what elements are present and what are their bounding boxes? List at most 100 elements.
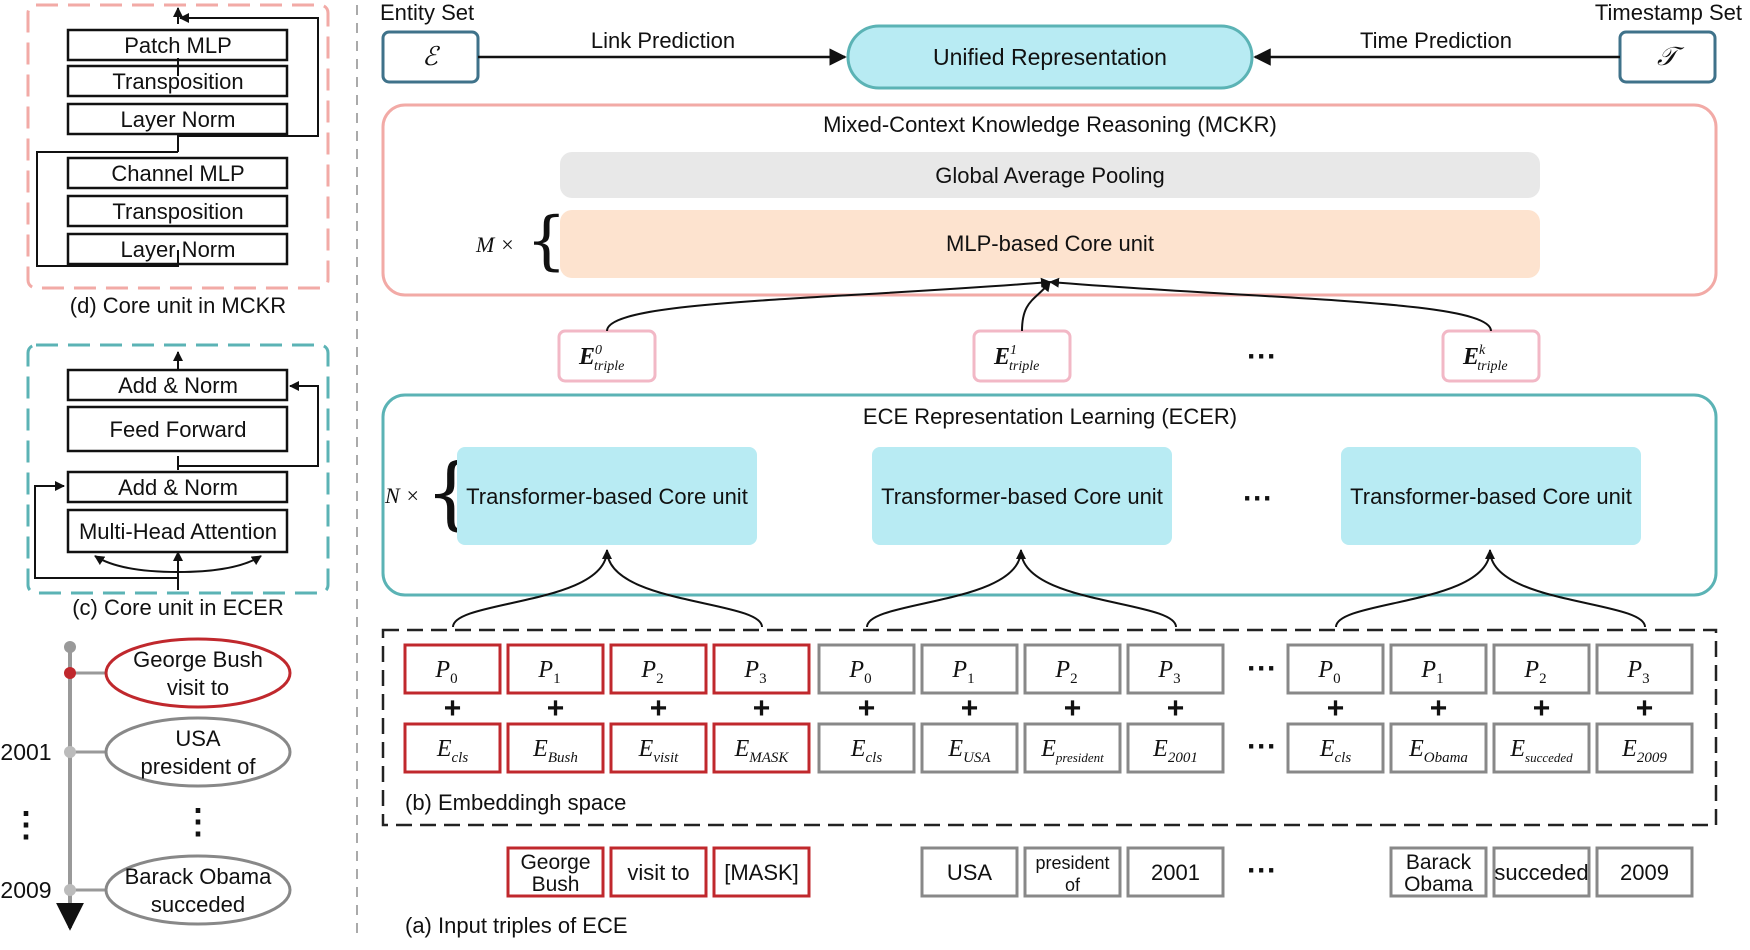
plus-sign: + (753, 692, 771, 725)
ecer-core-frame (26, 343, 330, 595)
input-token-label: [MASK] (724, 860, 799, 885)
input-token-box (506, 846, 605, 898)
mckr-core-block-label: Transposition (112, 199, 243, 224)
position-embedding (1595, 643, 1694, 695)
token-embedding (1023, 722, 1122, 774)
ecer-core-block-label: Add & Norm (118, 373, 238, 398)
ecer-core-block-add-norm (66, 368, 289, 402)
embedding-frame (381, 628, 1718, 827)
global-average-pooling-label: Global Average Pooling (935, 163, 1165, 188)
token-embedding-label: EBush (532, 736, 578, 766)
input-token-box (1126, 846, 1225, 898)
timeline-event-line1: Barack Obama (125, 864, 272, 889)
input-token-box (1595, 846, 1694, 898)
embedding-ellipsis: ··· (1247, 730, 1277, 763)
embedding-ellipsis: ··· (1247, 652, 1277, 685)
entity-set-symbol: ℰ (422, 42, 440, 71)
input-token-label: of (1065, 875, 1081, 895)
position-embedding (506, 643, 605, 695)
token-embedding-label: E2009 (1621, 736, 1667, 766)
input-token-label: Barack (1406, 851, 1472, 874)
timeline-year: 2009 (0, 877, 51, 903)
input-token-label: Bush (532, 873, 580, 896)
token-embedding-label: Ecls (436, 736, 468, 766)
mckr-module: Mixed-Context Knowledge Reasoning (MCKR)… (381, 103, 1718, 297)
position-embedding (1286, 643, 1385, 695)
token-embedding (1286, 722, 1385, 774)
token-embedding (1389, 722, 1488, 774)
token-embedding-label: EUSA (947, 736, 991, 766)
ecer-core-block-feed-forward (66, 405, 289, 453)
plus-sign: + (1167, 692, 1185, 725)
position-embedding-label: P2 (1054, 657, 1077, 687)
token-embedding (1492, 722, 1591, 774)
plus-sign: + (650, 692, 668, 725)
token-embedding-label: Ecls (1319, 736, 1351, 766)
position-embedding (1389, 643, 1488, 695)
unified-representation-box (846, 24, 1254, 90)
input-token-label: Obama (1404, 873, 1473, 896)
mckr-core-block-label: Layer Norm (121, 107, 236, 132)
token-embedding-label: E2001 (1152, 736, 1198, 766)
position-embedding-label: P1 (1420, 657, 1443, 687)
token-embedding (1595, 722, 1694, 774)
plus-sign: + (547, 692, 565, 725)
mckr-multiplier: M × (475, 232, 515, 257)
position-embedding-label: P3 (1626, 657, 1649, 687)
mckr-brace: { (526, 204, 567, 278)
timeline-dot (64, 884, 76, 896)
position-embedding-label: P0 (434, 657, 457, 687)
plus-sign: + (1430, 692, 1448, 725)
token-embedding-label: Esucceded (1509, 736, 1573, 765)
ecer-module: ECE Representation Learning (ECER) N × {… (381, 393, 1718, 597)
token-embedding-label: EMASK (734, 736, 790, 766)
timeline-event-line2: succeded (151, 892, 245, 917)
input-token-label: succeded (1494, 860, 1588, 885)
position-embedding-label: P3 (1157, 657, 1180, 687)
timeline-event (104, 854, 292, 926)
position-embedding-label: P1 (951, 657, 974, 687)
transformer-core-unit-label: Transformer-based Core unit (466, 484, 748, 509)
token-embedding (712, 722, 811, 774)
position-embedding (1492, 643, 1591, 695)
ecer-ellipsis: ··· (1243, 482, 1273, 515)
ecer-core-block-label: Feed Forward (110, 417, 247, 442)
position-embedding (403, 643, 502, 695)
ecer-core-block-label: Add & Norm (118, 475, 238, 500)
position-embedding-label: P1 (537, 657, 560, 687)
mckr-core-block-label: Channel MLP (111, 161, 244, 186)
token-embedding (506, 722, 605, 774)
triples-ellipsis: ··· (1247, 340, 1277, 373)
token-embedding-label: Evisit (638, 736, 680, 766)
plus-sign: + (1327, 692, 1345, 725)
mckr-core-block-channel-mlp (66, 156, 289, 190)
link-prediction-label: Link Prediction (591, 28, 735, 53)
position-embedding-label: P0 (848, 657, 871, 687)
plus-sign: + (858, 692, 876, 725)
mckr-core-block-layer-norm (66, 102, 289, 136)
ecer-title: ECE Representation Learning (ECER) (863, 404, 1237, 429)
input-token-box (609, 846, 708, 898)
timeline-event (104, 637, 292, 709)
prediction-row: Entity Set ℰ Timestamp Set 𝒯 Unified Rep… (380, 0, 1742, 90)
input-token-box (1492, 846, 1591, 898)
timeline-event-line1: USA (175, 726, 221, 751)
token-embedding (817, 722, 916, 774)
position-embedding (1023, 643, 1122, 695)
input-token-label: 2001 (1151, 860, 1200, 885)
mckr-title: Mixed-Context Knowledge Reasoning (MCKR) (823, 112, 1277, 137)
input-token-label: George (520, 851, 590, 874)
plus-sign: + (1636, 692, 1654, 725)
timeline-event-line1: George Bush (133, 647, 263, 672)
input-caption: (a) Input triples of ECE (405, 913, 628, 938)
mckr-core-block-transposition (66, 194, 289, 228)
timeline-event (104, 716, 292, 788)
plus-sign: + (1533, 692, 1551, 725)
plus-sign: + (444, 692, 462, 725)
timeline-dots-left: ⋮ (9, 806, 43, 844)
position-embedding (609, 643, 708, 695)
